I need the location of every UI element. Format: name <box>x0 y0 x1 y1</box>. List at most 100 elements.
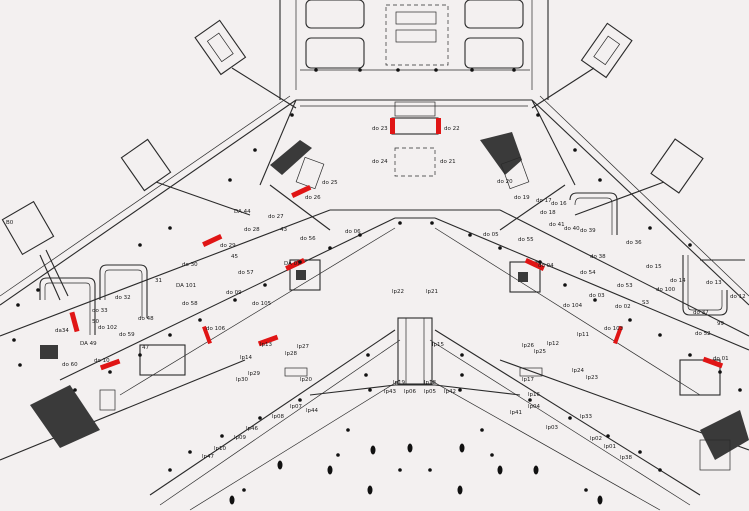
label-lp43: lp43 <box>384 389 397 395</box>
label-lp41: lp41 <box>510 410 522 416</box>
label-do50: 50 <box>92 319 99 325</box>
pillar-dot <box>648 226 652 230</box>
central-apex-walls <box>309 209 521 396</box>
pillar-dot <box>138 243 142 247</box>
label-da07: DA 07 <box>284 261 301 267</box>
pillar-dot <box>658 468 662 472</box>
label-lp11: lp11 <box>577 332 589 338</box>
pillar-dot <box>638 450 642 454</box>
label-lp22: lp22 <box>392 289 404 295</box>
gate-labels: do 23 do 22 do 24 do 21 do 25 do 26 do 2… <box>6 126 746 461</box>
label-do03: do 03 <box>589 293 605 299</box>
pillar-dot <box>628 318 632 322</box>
label-lp07: lp07 <box>290 404 303 410</box>
pillar-dot <box>220 434 224 438</box>
label-lp12: lp12 <box>547 341 559 347</box>
label-da45: 45 <box>231 254 238 260</box>
pillar-dot <box>584 488 588 492</box>
service-blocks <box>30 132 749 471</box>
pillar-dot <box>18 363 22 367</box>
label-lp46: lp46 <box>246 426 259 432</box>
label-lp09: lp09 <box>234 435 247 441</box>
label-lp44: lp44 <box>306 408 319 414</box>
column-oval <box>327 465 333 475</box>
pillar-dot <box>434 68 438 72</box>
pillar-dot <box>328 246 332 250</box>
column-oval <box>407 443 413 453</box>
pillar-dot <box>298 260 302 264</box>
label-da34: da34 <box>55 328 69 334</box>
baggage-loops <box>39 192 745 335</box>
label-lp04: lp04 <box>528 404 541 410</box>
label-do22: do 22 <box>444 126 460 132</box>
column-oval <box>367 485 373 495</box>
pillar-dot <box>428 468 432 472</box>
label-lp03: lp03 <box>546 425 559 431</box>
label-lp08: lp08 <box>272 414 285 420</box>
label-do56: do 56 <box>300 236 316 242</box>
label-do17: do 17 <box>536 198 552 204</box>
label-do105: do 105 <box>252 301 272 307</box>
jet-bridges-left <box>1 19 297 301</box>
pillar-dot <box>36 288 40 292</box>
label-do14: do 14 <box>670 278 686 284</box>
central-building <box>259 0 576 186</box>
column-oval <box>459 443 465 453</box>
pillar-dot <box>298 398 302 402</box>
pillar-dot <box>346 428 350 432</box>
label-lp14: lp14 <box>240 355 253 361</box>
pillar-dot <box>108 370 112 374</box>
label-do30: do 30 <box>182 262 198 268</box>
label-do58: do 58 <box>182 301 198 307</box>
label-do33: do 33 <box>92 308 108 314</box>
label-do47: 47 <box>142 345 149 351</box>
pillar-dot <box>368 388 372 392</box>
label-lp05: lp05 <box>424 389 437 395</box>
label-lp18: lp18 <box>424 380 437 386</box>
pillar-dot <box>490 453 494 457</box>
right-wing-walls <box>429 95 749 511</box>
pillar-dot <box>573 148 577 152</box>
label-lp27: lp27 <box>297 344 310 350</box>
label-lp16: lp16 <box>528 392 541 398</box>
label-do100: do 100 <box>656 287 676 293</box>
label-do99: 99 <box>717 321 724 327</box>
label-lp15: lp15 <box>432 342 445 348</box>
pillar-dot <box>606 434 610 438</box>
pillar-dot <box>314 68 318 72</box>
label-lp20: lp20 <box>300 377 313 383</box>
label-da43: 43 <box>280 227 287 233</box>
pillar-dot <box>16 303 20 307</box>
label-do48: do 48 <box>138 316 154 322</box>
pillar-dot <box>468 233 472 237</box>
column-oval <box>370 445 376 455</box>
column-oval <box>497 465 503 475</box>
label-lp02: lp02 <box>590 436 602 442</box>
pillar-dot <box>290 113 294 117</box>
label-do20: do 20 <box>497 179 513 185</box>
pillar-dot <box>366 353 370 357</box>
label-do59: do 59 <box>119 332 135 338</box>
label-do15: do 15 <box>646 264 662 270</box>
label-do104: do 104 <box>563 303 583 309</box>
pillar-dot <box>563 283 567 287</box>
label-lp21: lp21 <box>426 289 438 295</box>
escalators <box>284 156 543 377</box>
pillar-dot <box>358 233 362 237</box>
label-b0: B0 <box>6 220 14 226</box>
pillar-dot <box>168 333 172 337</box>
pillar-dot <box>138 353 142 357</box>
label-lp25: lp25 <box>534 349 547 355</box>
label-lp47: lp47 <box>202 454 215 460</box>
label-lp23: lp23 <box>586 375 599 381</box>
pillar-dot <box>688 243 692 247</box>
label-do106: do 106 <box>206 326 226 332</box>
pillar-dot <box>258 416 262 420</box>
label-do26: do 26 <box>305 195 321 201</box>
pillar-dot <box>568 416 572 420</box>
label-do21: do 21 <box>440 159 456 165</box>
label-do57: do 57 <box>238 270 254 276</box>
label-lp10: lp10 <box>214 446 227 452</box>
label-lp28: lp28 <box>285 351 298 357</box>
